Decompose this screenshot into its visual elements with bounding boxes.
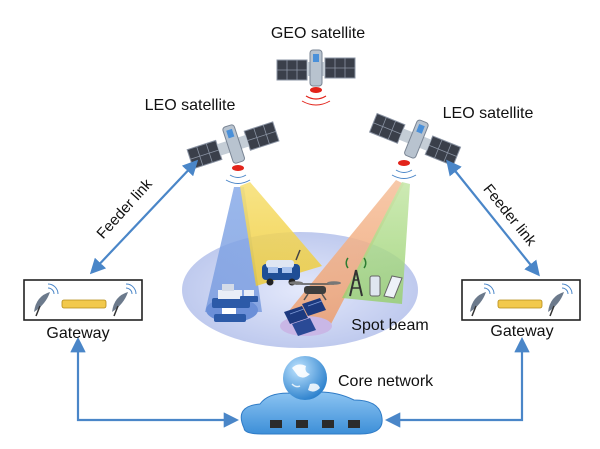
ship-icon: [206, 284, 258, 322]
gateway-left-label: Gateway: [46, 325, 109, 342]
satellite-dish-icon: [112, 283, 137, 317]
cell-tower-icon: [345, 257, 367, 297]
globe-icon: [283, 356, 327, 400]
leo-satellite-right-label: LEO satellite: [443, 105, 534, 122]
geo-satellite-label: GEO satellite: [271, 25, 365, 42]
leo-satellite-left-label: LEO satellite: [145, 97, 236, 114]
leo-satellite-left-icon: [186, 121, 280, 170]
gateway-right: [461, 279, 581, 321]
phone-tablet-icon: [369, 275, 403, 299]
spot-beam-green: [342, 182, 410, 304]
satellite-dish-icon: [34, 283, 59, 317]
solar-farm-icon: [280, 298, 332, 336]
feeder-link-left-label: Feeder link: [94, 175, 157, 242]
leo-left-signal-icon: [225, 165, 251, 184]
gateway-right-label: Gateway: [490, 323, 553, 340]
geo-satellite-icon: [276, 49, 356, 106]
core-link-left-arrow: [70, 336, 240, 428]
satellite-dish-icon: [548, 283, 573, 317]
drone-icon: [289, 281, 341, 301]
ship-icon-small: [240, 290, 258, 302]
leo-right-signal-icon: [391, 160, 417, 179]
feeder-link-left-arrow: [89, 159, 199, 275]
cloud-icon: [240, 391, 383, 435]
leo-satellite-right-icon: [368, 112, 462, 167]
feeder-link-right-arrow: [446, 159, 540, 277]
spot-beam-yellow: [240, 182, 322, 286]
satellite-dish-icon: [470, 283, 495, 317]
spot-beam-label: Spot beam: [351, 317, 428, 334]
gateway-router-icon: [61, 299, 107, 309]
gateway-router-icon: [497, 299, 543, 309]
core-link-right-arrow: [384, 336, 530, 428]
core-network-label: Core network: [338, 373, 434, 390]
gateway-left: [23, 279, 143, 321]
